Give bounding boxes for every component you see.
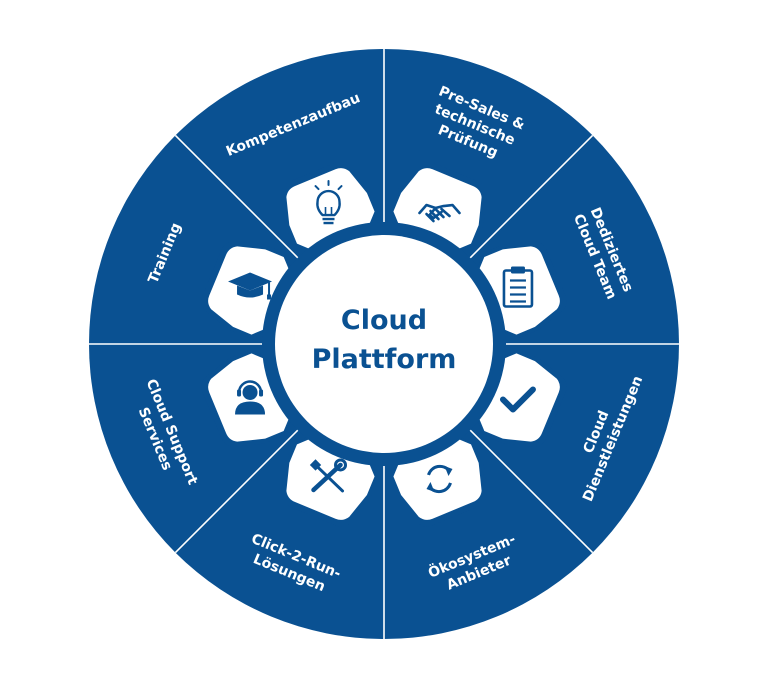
icon-tab [467,230,574,345]
center-disc [275,235,493,453]
icon-tab [383,154,498,261]
segment-divider [174,134,300,260]
refresh-icon [426,464,453,494]
icon-tab [194,230,301,345]
center-title-line2: Plattform [312,344,457,375]
segment-divider [468,134,594,260]
icon-tab [270,427,385,534]
headset-agent-icon [235,380,266,415]
icon-tab [383,427,498,534]
segment-divider [174,428,300,554]
clipboard-icon [502,266,534,308]
center-title-line1: Cloud [341,305,427,336]
handshake-icon [418,203,461,223]
icon-tab [467,343,574,458]
icon-tabs [194,154,574,534]
lightbulb-icon [314,180,343,225]
graduation-cap-icon [228,272,273,300]
icon-tab [194,343,301,458]
checkmark-icon [499,386,536,413]
segment-dividers [89,49,679,639]
icon-tab [270,154,385,261]
segment-divider [468,428,594,554]
